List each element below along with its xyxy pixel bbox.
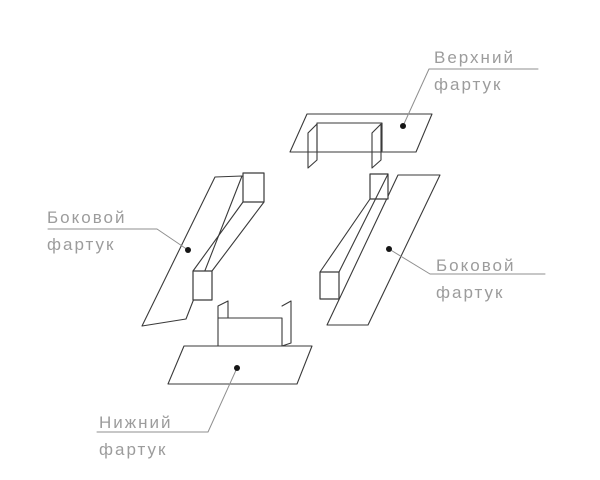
label-right-side-apron-line1: Боковой — [436, 256, 516, 275]
label-left-side-apron: Боковой фартук — [47, 204, 127, 258]
right-apron-narrow-strip-edge-2 — [319, 198, 371, 273]
left-apron-top-tab — [242, 172, 265, 203]
label-left-side-apron-line2: фартук — [47, 235, 116, 254]
lower-apron-drawing — [167, 300, 313, 385]
label-right-side-apron-line2: фартук — [436, 283, 505, 302]
label-lower-apron-line2: фартук — [99, 440, 168, 459]
upper-apron-drawing — [289, 113, 433, 169]
right-apron-top-tab — [369, 173, 389, 200]
lower-apron-right-fin — [281, 300, 292, 347]
leader-lower-apron — [96, 365, 240, 433]
lower-apron-left-fin — [217, 300, 229, 319]
leader-right-side-apron — [386, 246, 546, 275]
right-apron-wide-strip — [326, 174, 441, 326]
label-upper-apron-line2: фартук — [434, 75, 503, 94]
left-apron-wide-strip — [141, 175, 243, 327]
right-apron-bottom-tab — [319, 271, 340, 300]
leader-upper-apron — [400, 68, 539, 129]
left-side-apron-drawing — [141, 172, 265, 327]
left-apron-middle-tab — [192, 270, 213, 301]
label-right-side-apron: Боковой фартук — [436, 252, 516, 306]
label-lower-apron-line1: Нижний — [99, 413, 173, 432]
left-apron-narrow-strip — [192, 201, 265, 272]
leader-left-side-apron — [47, 228, 191, 253]
upper-apron-left-fin — [307, 123, 318, 169]
right-apron-narrow-strip-edge-1 — [338, 173, 389, 273]
upper-apron-plate — [289, 113, 433, 153]
label-lower-apron: Нижний фартук — [99, 409, 173, 463]
label-upper-apron: Верхний фартук — [434, 44, 515, 98]
upper-apron-right-fin — [371, 123, 382, 169]
right-side-apron-drawing — [319, 173, 441, 326]
lower-apron-plate — [167, 345, 313, 385]
label-left-side-apron-line1: Боковой — [47, 208, 127, 227]
lower-apron-upstand — [217, 317, 283, 347]
label-upper-apron-line1: Верхний — [434, 48, 515, 67]
